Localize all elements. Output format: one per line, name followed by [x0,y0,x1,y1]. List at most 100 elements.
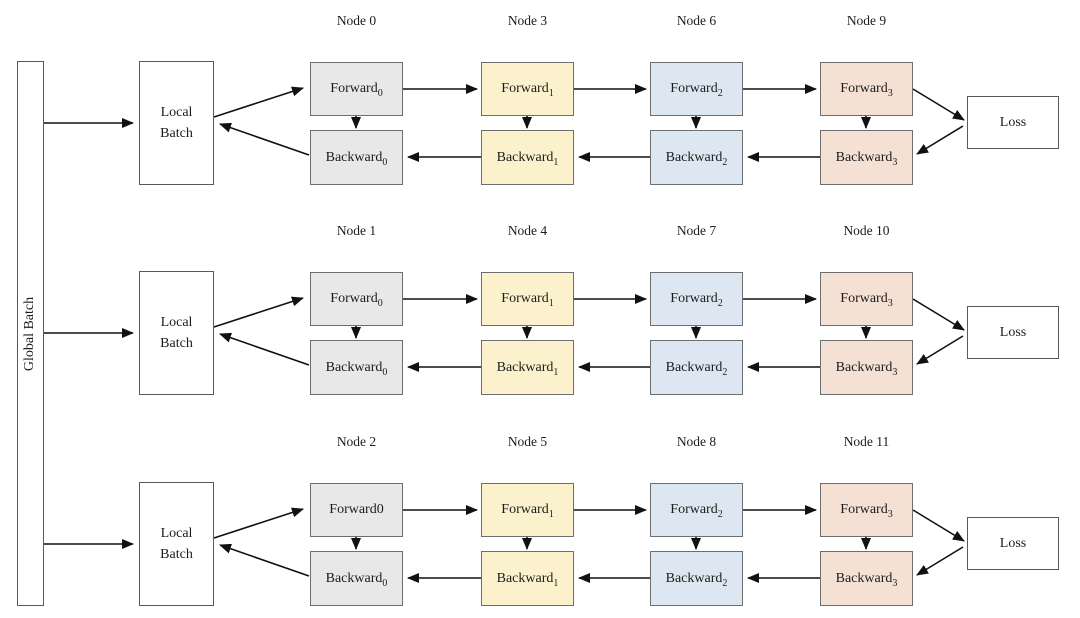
local-batch-label: Local Batch [160,526,193,562]
forward-subscript: 3 [887,87,893,99]
forward-box: Forward0 [310,483,403,537]
backward-label: Backward0 [325,149,388,168]
backward-subscript: 0 [382,156,388,168]
backward-box: Backward2 [650,340,743,395]
forward-base: Forward [670,502,718,517]
forward-label: Forward0 [329,502,383,518]
backward-box: Backward1 [481,130,574,185]
loss-box: Loss [967,96,1059,149]
backward-base: Backward [496,149,554,165]
node-title: Node 7 [676,223,717,238]
node-title: Node 2 [336,434,377,449]
forward-base: Forward0 [329,502,384,517]
backward-base: Backward [835,570,893,586]
local-batch-box: Local Batch [139,271,214,395]
forward-label: Forward1 [501,502,554,520]
forward-box: Forward1 [481,483,574,537]
forward-base: Forward [330,81,378,96]
backward-box: Backward1 [481,551,574,606]
forward-box: Forward0 [310,62,403,116]
forward-subscript: 1 [548,87,554,99]
backward-label: Backward2 [666,150,728,168]
local-batch-label: Local Batch [160,315,193,351]
forward-label: Forward1 [501,81,554,99]
backward-base: Backward [835,359,893,375]
forward-base: Forward [670,81,718,96]
forward-box: Forward3 [820,62,913,116]
forward-label: Forward3 [840,502,893,520]
backward-base: Backward [325,149,383,165]
backward-label: Backward1 [496,149,559,168]
backward-base: Backward [496,359,554,375]
node-title: Node 3 [507,13,548,28]
backward-subscript: 1 [553,156,559,168]
backward-subscript: 0 [382,366,388,378]
backward-base: Backward [665,570,723,586]
backward-subscript: 2 [722,366,728,378]
backward-base: Backward [325,570,383,586]
forward-base: Forward [840,81,888,96]
backward-subscript: 2 [722,577,728,589]
backward-box: Backward1 [481,340,574,395]
loss-label: Loss [999,324,1027,340]
forward-base: Forward [501,81,549,96]
forward-box: Forward1 [481,272,574,326]
forward-label: Forward3 [840,81,893,99]
node-title: Node 0 [336,13,377,28]
pipeline-row: Local Batch Node 0 Node 3 Node 6 Node 9 … [0,12,1080,192]
global-batch-box: Global Batch [17,61,44,606]
backward-box: Backward0 [310,130,403,185]
backward-box: Backward0 [310,551,403,606]
backward-label: Backward3 [836,150,898,168]
forward-box: Forward3 [820,272,913,326]
loss-box: Loss [967,306,1059,359]
backward-subscript: 0 [382,577,388,589]
forward-subscript: 2 [717,508,723,520]
forward-base: Forward [330,291,378,306]
forward-subscript: 1 [548,508,554,520]
node-title: Node 5 [507,434,548,449]
forward-subscript: 0 [377,87,383,99]
forward-label: Forward2 [670,502,723,520]
backward-base: Backward [325,359,383,375]
backward-base: Backward [496,570,554,586]
forward-base: Forward [501,291,549,306]
forward-label: Forward1 [501,291,554,309]
forward-box: Forward1 [481,62,574,116]
forward-subscript: 1 [548,297,554,309]
forward-base: Forward [670,291,718,306]
backward-subscript: 1 [553,366,559,378]
backward-subscript: 3 [892,156,898,168]
backward-box: Backward3 [820,551,913,606]
local-batch-box: Local Batch [139,61,214,185]
loss-label: Loss [999,114,1027,130]
forward-label: Forward2 [670,81,722,98]
backward-subscript: 1 [553,577,559,589]
node-title: Node 11 [843,434,890,449]
forward-subscript: 3 [887,508,893,520]
forward-box: Forward2 [650,62,743,116]
forward-subscript: 2 [717,297,723,309]
backward-box: Backward2 [650,130,743,185]
backward-label: Backward2 [665,570,728,589]
backward-label: Backward1 [496,359,559,378]
forward-base: Forward [501,502,549,517]
backward-box: Backward0 [310,340,403,395]
node-title: Node 10 [843,223,890,238]
local-batch-label: Local Batch [160,105,193,141]
node-title: Node 8 [676,434,717,449]
backward-box: Backward3 [820,130,913,185]
forward-label: Forward0 [330,81,383,99]
node-title: Node 1 [336,223,377,238]
backward-label: Backward2 [666,360,728,378]
forward-box: Forward2 [650,483,743,537]
local-batch-box: Local Batch [139,482,214,606]
node-title: Node 4 [507,223,548,238]
backward-subscript: 2 [722,156,728,168]
loss-label: Loss [999,535,1027,551]
backward-label: Backward3 [835,570,898,588]
backward-label: Backward0 [325,359,388,378]
forward-label: Forward3 [840,291,892,308]
pipeline-row: Local Batch Node 1 Node 4 Node 7 Node 10… [0,222,1080,402]
